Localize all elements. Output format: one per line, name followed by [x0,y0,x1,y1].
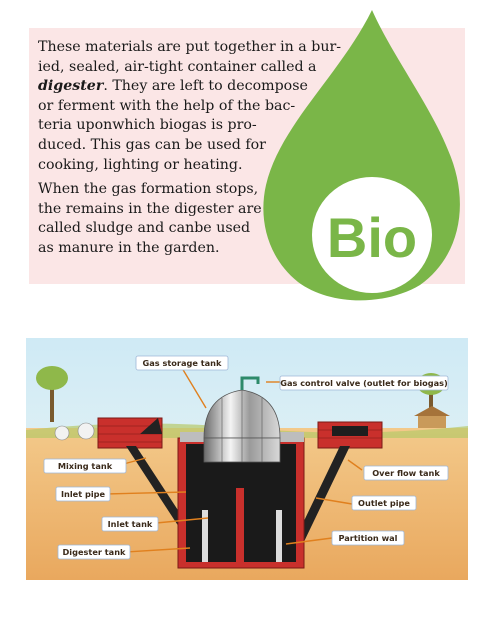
text-line: or ferment with the help of the bac- [38,97,296,114]
label-outlet-pipe: Outlet pipe [351,495,417,511]
paragraph-sludge: When the gas formation stops, the remain… [38,180,262,258]
label-inlet-tank: Inlet tank [101,516,159,532]
overflow-tank-brick [317,421,383,449]
digester-term: digester [38,78,104,95]
bio-drop-logo: Bio [263,10,460,301]
tree-left [36,366,68,422]
svg-text:Digester tank: Digester tank [63,547,127,557]
gas-storage-dome [203,389,281,463]
bio-logo-text: Bio [327,206,417,269]
text-line: as manure in the garden. [38,239,220,256]
text-span: . They are left to decompose [103,78,308,95]
biogas-plant-diagram: Gas storage tank Gas control valve (outl… [26,338,468,580]
pots-left [54,422,95,441]
text-line: ied, sealed, air-tight container called … [38,58,317,75]
drop-highlight [312,177,432,293]
svg-text:Mixing tank: Mixing tank [58,461,113,471]
hut-right [414,406,450,428]
label-gas-storage-tank: Gas storage tank [135,355,229,371]
svg-text:Inlet tank: Inlet tank [108,519,153,529]
text-line: the remains in the digester are [38,200,262,217]
text-line: When the gas formation stops, [38,181,259,197]
svg-text:Outlet pipe: Outlet pipe [358,498,410,508]
svg-text:Gas storage tank: Gas storage tank [143,358,222,368]
text-line: duced. This gas can be used for [38,136,266,153]
label-digester-tank: Digester tank [57,544,131,560]
svg-text:Over flow tank: Over flow tank [372,468,440,478]
text-line: digester. They are left to decompose [38,77,341,97]
mixing-tank-brick [97,417,163,449]
svg-text:Inlet pipe: Inlet pipe [61,489,106,499]
label-over-flow-tank: Over flow tank [363,465,449,481]
label-inlet-pipe: Inlet pipe [55,486,111,502]
label-partition-wall: Partition wal [331,530,405,546]
label-gas-control-valve: Gas control valve (outlet for biogas) [279,375,449,391]
text-line: called sludge and canbe used [38,220,251,237]
text-line: These materials are put together in a bu… [38,39,342,55]
text-line: cooking, lighting or heating. [38,156,243,173]
paragraph-digester: These materials are put together in a bu… [38,38,341,175]
gas-valve-pipe [240,376,260,390]
label-mixing-tank: Mixing tank [43,458,127,474]
svg-text:Partition wal: Partition wal [339,533,398,543]
text-line: teria uponwhich biogas is pro- [38,117,257,134]
svg-text:Gas control valve (outlet for: Gas control valve (outlet for biogas) [280,378,448,388]
